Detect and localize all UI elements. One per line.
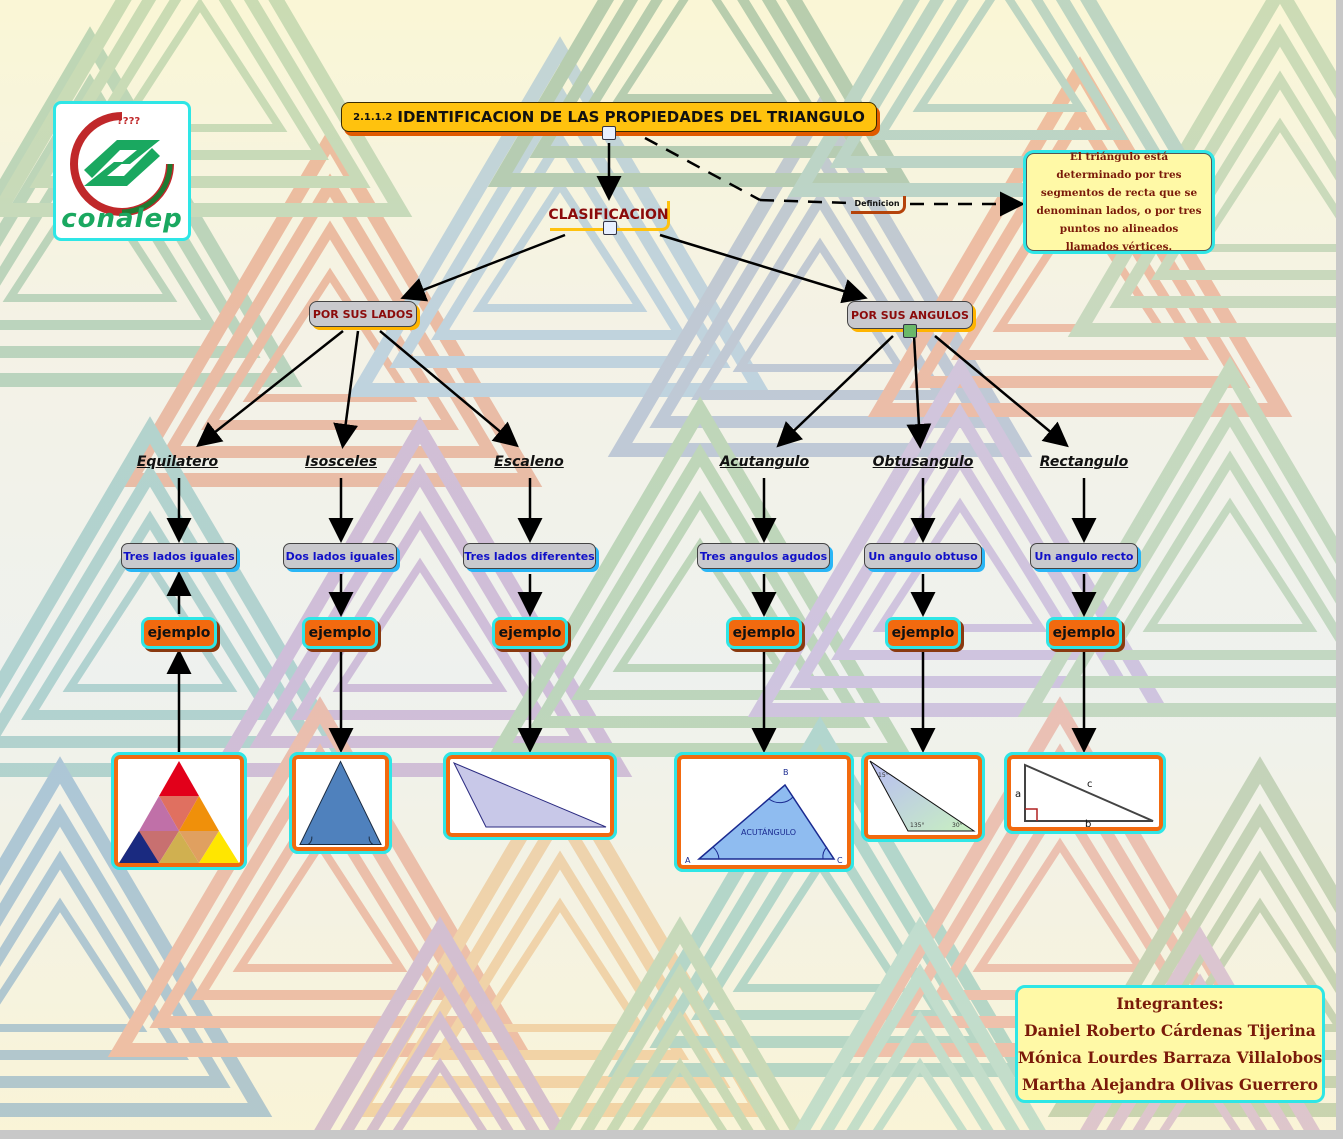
- svg-text:A: A: [685, 856, 691, 865]
- property-rectangulo[interactable]: Un angulo recto: [1030, 543, 1138, 569]
- type-label: Obtusangulo: [872, 454, 974, 470]
- image-acutangulo[interactable]: B A C ACUTÁNGULO: [674, 752, 854, 872]
- property-text: Un angulo obtuso: [868, 549, 978, 563]
- type-label: Equilatero: [136, 454, 219, 470]
- example-label: ejemplo: [732, 625, 796, 641]
- example-label: ejemplo: [147, 625, 211, 641]
- svg-text:135°: 135°: [910, 822, 924, 829]
- property-text: Tres lados diferentes: [464, 549, 595, 563]
- type-acutangulo[interactable]: Acutangulo: [712, 451, 817, 473]
- definicion-label: Definicion: [854, 199, 900, 208]
- member-name: Martha Alejandra Olivas Guerrero: [1022, 1075, 1318, 1094]
- svg-text:30°: 30°: [952, 822, 963, 829]
- members-heading: Integrantes:: [1116, 994, 1224, 1013]
- property-text: Tres lados iguales: [123, 549, 235, 563]
- property-escaleno[interactable]: Tres lados diferentes: [463, 543, 596, 569]
- isosceles-triangle-image: [299, 760, 382, 846]
- svg-text:b: b: [1085, 819, 1091, 827]
- example-label: ejemplo: [498, 625, 562, 641]
- image-escaleno[interactable]: [443, 752, 617, 840]
- svg-text:????: ????: [117, 116, 140, 127]
- definition-text: El triángulo está determinado por tres s…: [1036, 151, 1202, 253]
- property-acutangulo[interactable]: Tres angulos agudos: [697, 543, 830, 569]
- resource-video-icon[interactable]: [903, 324, 917, 338]
- example-label: ejemplo: [308, 625, 372, 641]
- svg-text:c: c: [1087, 779, 1093, 790]
- example-label: ejemplo: [1052, 625, 1116, 641]
- image-obtusangulo[interactable]: 15° 135° 30°: [861, 752, 985, 842]
- example-isosceles[interactable]: ejemplo: [302, 617, 378, 649]
- property-equilatero[interactable]: Tres lados iguales: [121, 543, 237, 569]
- obtuse-triangle-image: 15° 135° 30°: [869, 760, 976, 832]
- branch-por-sus-angulos[interactable]: POR SUS ANGULOS: [847, 301, 973, 329]
- property-text: Un angulo recto: [1034, 549, 1134, 563]
- type-label: Isosceles: [305, 454, 377, 470]
- svg-text:C: C: [837, 856, 843, 865]
- type-isosceles[interactable]: Isosceles: [296, 451, 386, 473]
- property-text: Tres angulos agudos: [699, 549, 828, 563]
- type-label: Escaleno: [494, 454, 564, 470]
- logo-text: conalep: [61, 204, 183, 234]
- equilateral-triangle-image: [119, 761, 239, 863]
- type-obtusangulo[interactable]: Obtusangulo: [868, 451, 978, 473]
- main-title-node[interactable]: 2.1.1.2 IDENTIFICACION DE LAS PROPIEDADE…: [341, 102, 877, 132]
- svg-text:B: B: [783, 768, 789, 777]
- conalep-logo: ???? conalep: [53, 101, 191, 241]
- svg-text:ACUTÁNGULO: ACUTÁNGULO: [741, 826, 796, 837]
- member-name: Mónica Lourdes Barraza Villalobos: [1017, 1048, 1323, 1067]
- svg-text:15°: 15°: [878, 772, 889, 779]
- image-isosceles[interactable]: [289, 752, 392, 854]
- example-equilatero[interactable]: ejemplo: [141, 617, 217, 649]
- image-equilatero[interactable]: [111, 752, 247, 870]
- type-escaleno[interactable]: Escaleno: [485, 451, 573, 473]
- branch-label: POR SUS ANGULOS: [851, 308, 969, 322]
- title-number: 2.1.1.2: [353, 111, 393, 123]
- right-triangle-image: a b c: [1015, 763, 1154, 827]
- resource-document-icon[interactable]: [602, 126, 616, 140]
- resource-document-icon[interactable]: [603, 221, 617, 235]
- example-escaleno[interactable]: ejemplo: [492, 617, 568, 649]
- svg-text:a: a: [1015, 789, 1021, 800]
- scalene-triangle-image: [452, 762, 607, 828]
- definicion-link-label[interactable]: Definicion: [851, 196, 906, 214]
- title-text: IDENTIFICACION DE LAS PROPIEDADES DEL TR…: [397, 108, 865, 126]
- type-label: Rectangulo: [1039, 454, 1129, 470]
- property-isosceles[interactable]: Dos lados iguales: [283, 543, 397, 569]
- example-obtusangulo[interactable]: ejemplo: [885, 617, 961, 649]
- type-equilatero[interactable]: Equilatero: [130, 451, 225, 473]
- acute-triangle-image: B A C ACUTÁNGULO: [685, 768, 843, 865]
- branch-label: POR SUS LADOS: [312, 307, 414, 321]
- clasificacion-label: CLASIFICACION: [548, 206, 669, 223]
- image-rectangulo[interactable]: a b c: [1004, 752, 1166, 834]
- example-acutangulo[interactable]: ejemplo: [726, 617, 802, 649]
- conalep-emblem-icon: ????: [70, 112, 174, 216]
- example-label: ejemplo: [891, 625, 955, 641]
- definition-note: El triángulo está determinado por tres s…: [1026, 151, 1212, 253]
- type-label: Acutangulo: [719, 454, 810, 470]
- members-note: Integrantes: Daniel Roberto Cárdenas Tij…: [1015, 985, 1325, 1103]
- type-rectangulo[interactable]: Rectangulo: [1035, 451, 1133, 473]
- example-rectangulo[interactable]: ejemplo: [1046, 617, 1122, 649]
- branch-por-sus-lados[interactable]: POR SUS LADOS: [309, 301, 417, 327]
- property-obtusangulo[interactable]: Un angulo obtuso: [864, 543, 982, 569]
- property-text: Dos lados iguales: [285, 549, 395, 563]
- member-name: Daniel Roberto Cárdenas Tijerina: [1024, 1021, 1316, 1040]
